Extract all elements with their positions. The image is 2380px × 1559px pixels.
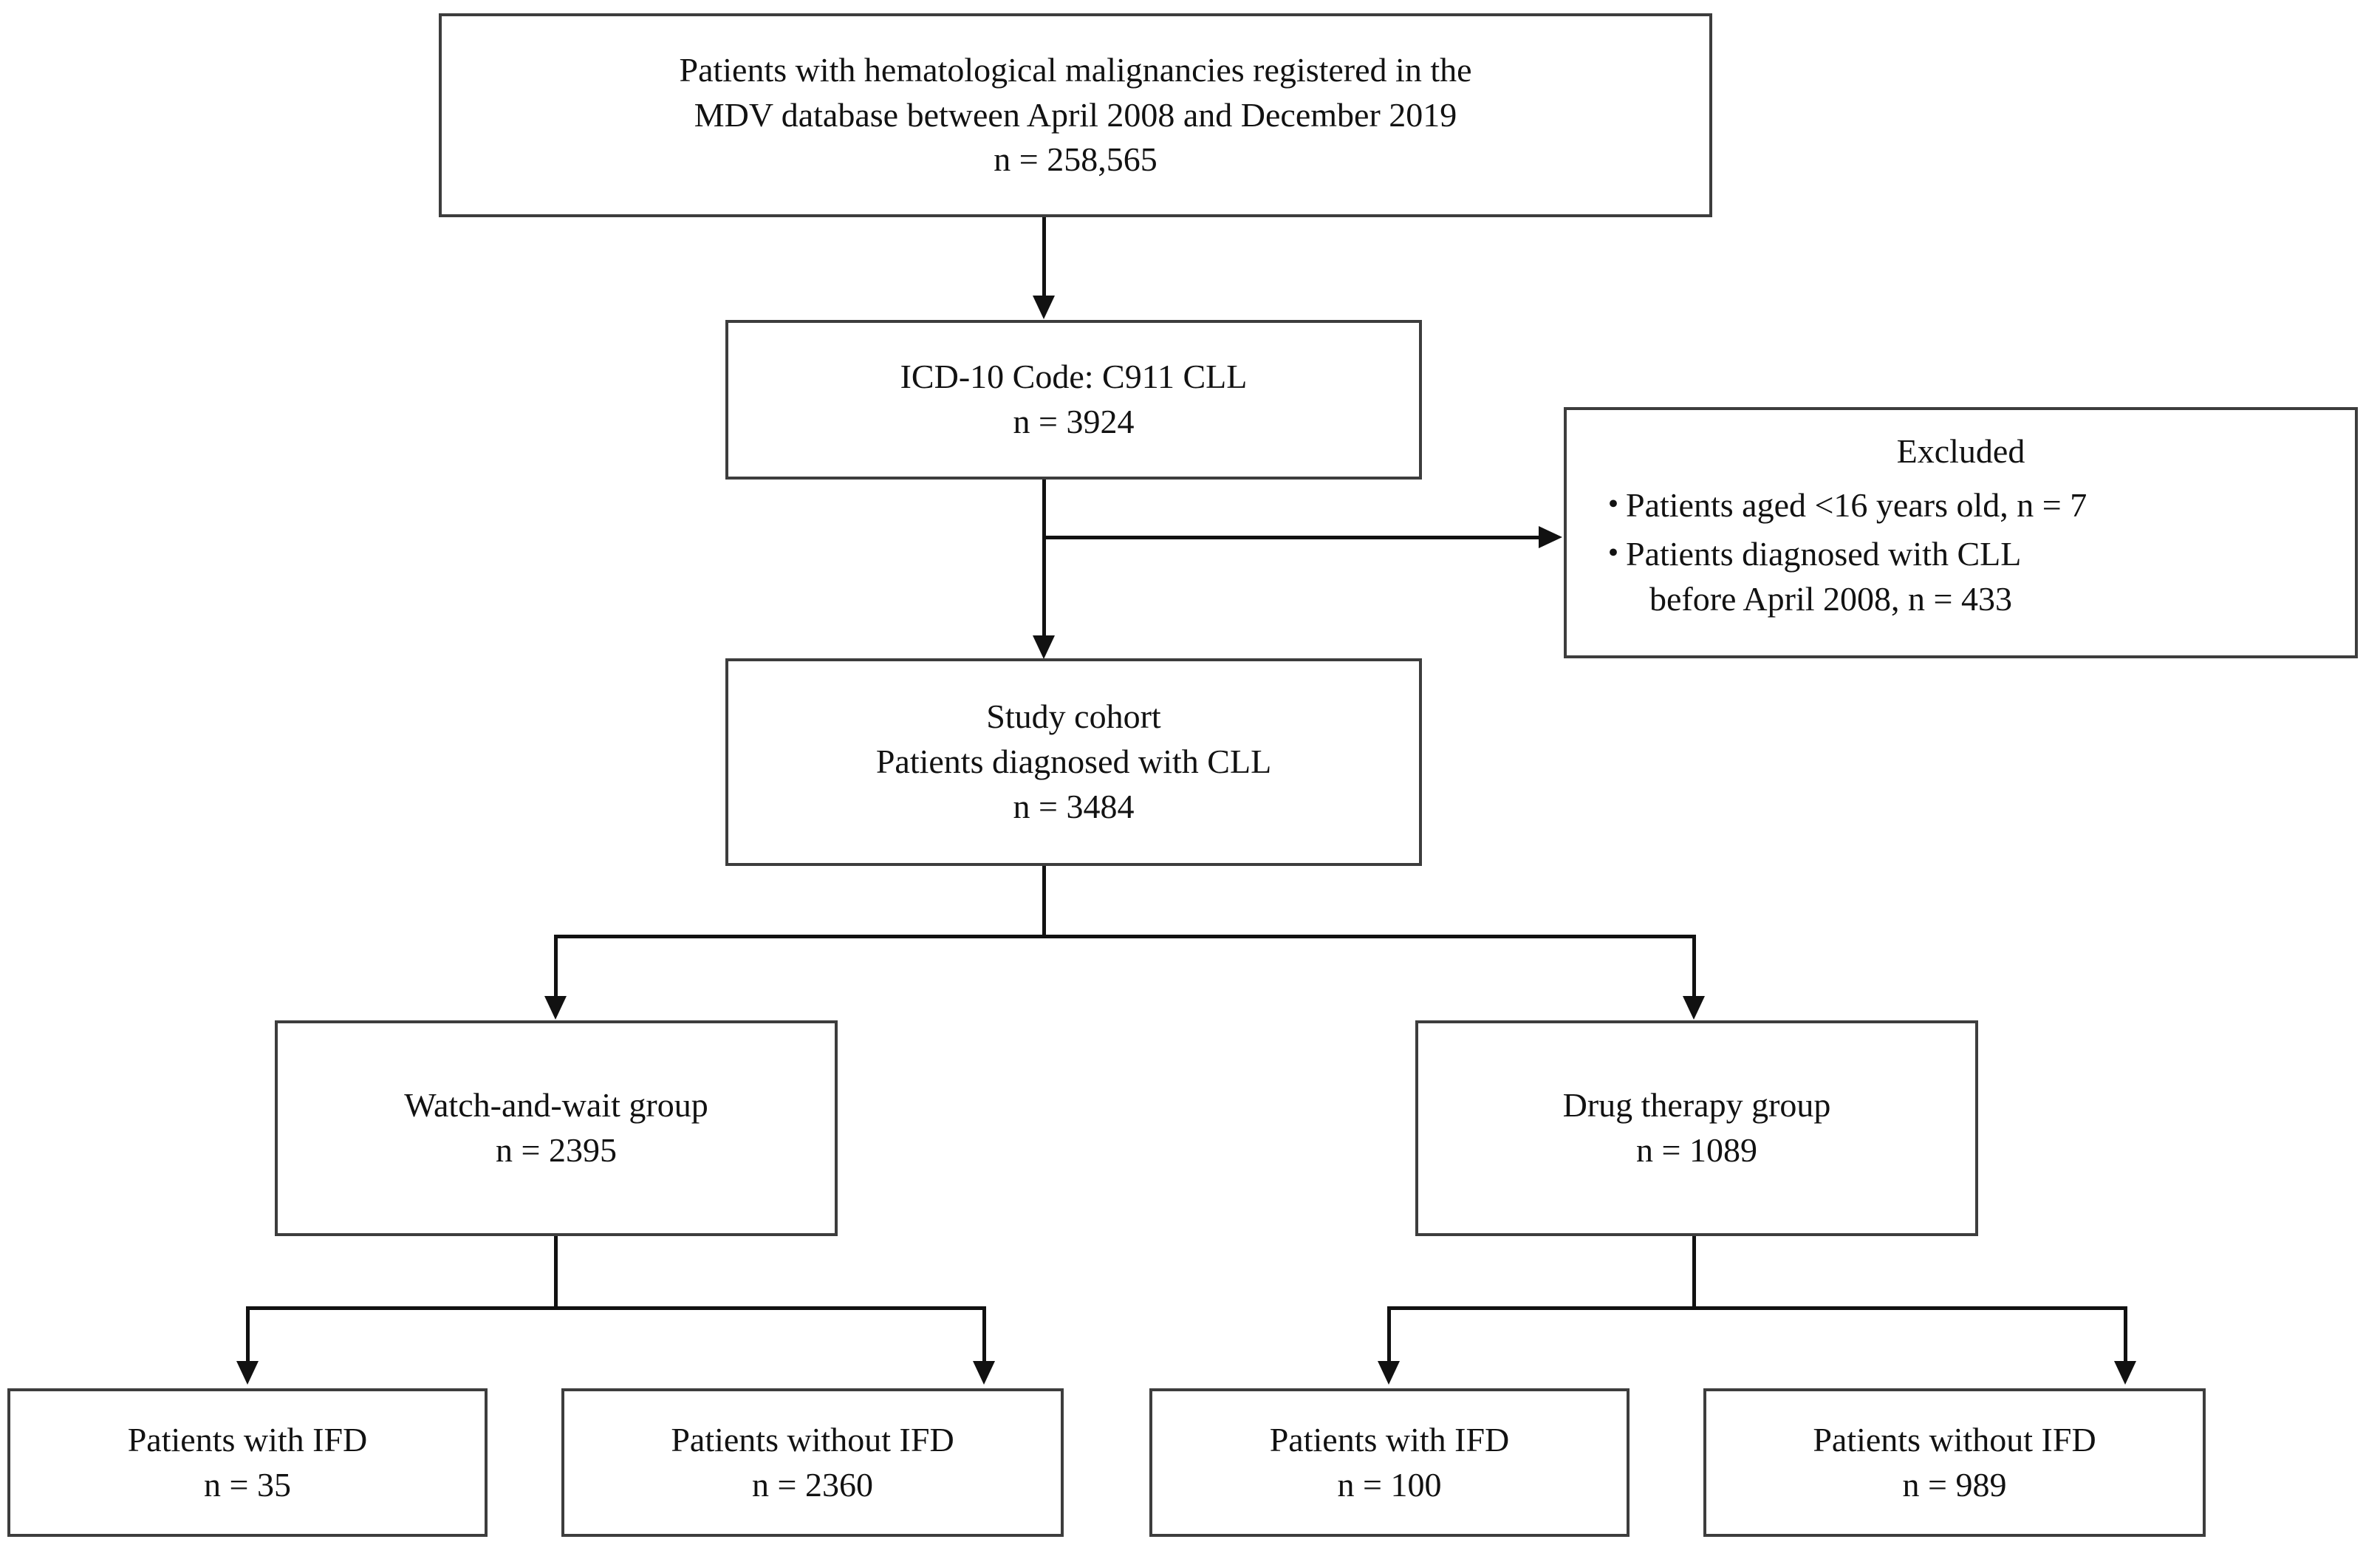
edge-watchwait-to-noifd-arrow [973, 1361, 995, 1385]
edge-drugtherapy-trunk [1692, 1236, 1696, 1310]
node-study-cohort-desc: Patients diagnosed with CLL [875, 743, 1272, 781]
node-excluded-item-1-text: Patients aged <16 years old, n = 7 [1626, 485, 2087, 524]
node-study-cohort-count: n = 3484 [1013, 787, 1135, 825]
node-ww-with-ifd-count: n = 35 [204, 1465, 291, 1504]
edge-drugtherapy-to-noifd-arrow [2114, 1361, 2136, 1385]
edge-watchwait-to-ifd-line [246, 1306, 250, 1369]
edge-icd-to-cohort-line [1042, 480, 1046, 647]
node-ww-without-ifd-label: Patients without IFD [671, 1420, 954, 1459]
edge-cohort-to-drugtherapy-arrow [1683, 996, 1705, 1020]
node-drug-therapy-label: Drug therapy group [1562, 1086, 1831, 1125]
edge-icd-to-cohort-arrow [1033, 635, 1055, 659]
node-icd10-count: n = 3924 [1013, 403, 1135, 440]
node-study-cohort: Study cohort Patients diagnosed with CLL… [725, 658, 1422, 866]
node-drug-therapy-group: Drug therapy group n = 1089 [1415, 1020, 1978, 1236]
node-icd10-code: ICD-10 Code: C911 CLL n = 3924 [725, 320, 1422, 480]
bullet-icon: ・ [1596, 485, 1630, 524]
node-watch-and-wait-count: n = 2395 [496, 1131, 617, 1169]
edge-cohort-split-bar [554, 935, 1696, 938]
node-icd10-label: ICD-10 Code: C911 CLL [900, 358, 1248, 396]
edge-cohort-to-watchwait-arrow [544, 996, 567, 1020]
node-ww-patients-without-ifd: Patients without IFD n = 2360 [561, 1388, 1064, 1537]
node-study-cohort-title: Study cohort [986, 697, 1161, 736]
node-source-population: Patients with hematological malignancies… [439, 13, 1712, 217]
node-dt-without-ifd-count: n = 989 [1902, 1465, 2007, 1504]
node-source-count: n = 258,565 [994, 140, 1157, 179]
node-excluded-item-2-text: Patients diagnosed with CLL [1626, 535, 2022, 573]
node-drug-therapy-count: n = 1089 [1636, 1131, 1757, 1169]
node-excluded: Excluded ・ Patients aged <16 years old, … [1564, 407, 2358, 658]
node-watch-and-wait-group: Watch-and-wait group n = 2395 [275, 1020, 838, 1236]
edge-icd-to-excluded-arrow [1539, 526, 1562, 548]
node-excluded-item-2: ・ Patients diagnosed with CLL before Apr… [1592, 532, 2330, 621]
edge-cohort-to-watchwait-line [554, 935, 558, 1007]
bullet-icon: ・ [1596, 535, 1630, 573]
node-ww-patients-with-ifd: Patients with IFD n = 35 [7, 1388, 488, 1537]
node-excluded-title: Excluded [1896, 432, 2025, 470]
edge-drugtherapy-split-bar [1387, 1306, 2127, 1310]
node-excluded-list: ・ Patients aged <16 years old, n = 7 ・ P… [1592, 479, 2330, 622]
edge-drugtherapy-to-noifd-line [2124, 1306, 2127, 1369]
node-dt-patients-with-ifd: Patients with IFD n = 100 [1149, 1388, 1630, 1537]
node-dt-patients-without-ifd: Patients without IFD n = 989 [1703, 1388, 2206, 1537]
edge-icd-to-excluded-line [1042, 536, 1545, 539]
node-dt-without-ifd-label: Patients without IFD [1813, 1420, 2096, 1459]
edge-drugtherapy-to-ifd-arrow [1378, 1361, 1400, 1385]
edge-drugtherapy-to-ifd-line [1387, 1306, 1391, 1369]
edge-watchwait-trunk [554, 1236, 558, 1310]
edge-source-to-icd-arrow [1033, 296, 1055, 319]
node-dt-with-ifd-label: Patients with IFD [1269, 1420, 1510, 1459]
node-watch-and-wait-label: Watch-and-wait group [404, 1086, 708, 1125]
node-ww-with-ifd-label: Patients with IFD [127, 1420, 368, 1459]
edge-watchwait-to-ifd-arrow [236, 1361, 259, 1385]
edge-watchwait-to-noifd-line [982, 1306, 986, 1369]
node-excluded-item-1: ・ Patients aged <16 years old, n = 7 [1592, 483, 2330, 528]
node-source-line-1: Patients with hematological malignancies… [679, 50, 1472, 89]
node-excluded-item-2-subtext: before April 2008, n = 433 [1649, 580, 2012, 618]
edge-watchwait-split-bar [246, 1306, 986, 1310]
node-source-line-2: MDV database between April 2008 and Dece… [694, 95, 1457, 134]
edge-cohort-to-drugtherapy-line [1692, 935, 1696, 1007]
node-ww-without-ifd-count: n = 2360 [752, 1465, 873, 1504]
node-dt-with-ifd-count: n = 100 [1337, 1465, 1442, 1504]
edge-cohort-trunk [1042, 866, 1046, 938]
edge-source-to-icd-line [1042, 217, 1046, 299]
